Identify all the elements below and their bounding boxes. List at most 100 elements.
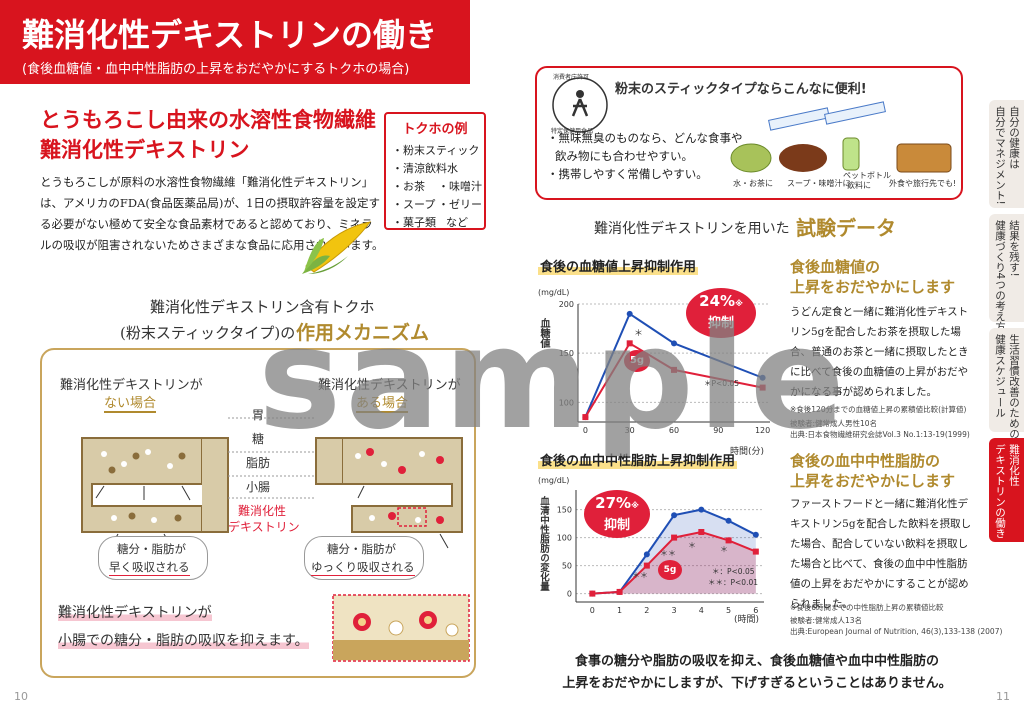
conclusion-line1: 難消化性デキストリンが bbox=[58, 605, 212, 621]
data-point bbox=[698, 529, 705, 535]
chart2-xlabel: (時間) bbox=[734, 615, 760, 625]
blood-sugar-note3: 出典:日本食物繊維研究会誌Vol.3 No.1:13-19(1999) bbox=[790, 430, 970, 439]
chart2-mark: ＊ bbox=[688, 541, 696, 550]
x-tick-label: 120 bbox=[755, 426, 770, 435]
caption-bottle-1: ペットボトル bbox=[843, 171, 891, 180]
stick-sachets-icon bbox=[768, 101, 886, 131]
advantage-point-1b: 飲み物にも合わせやすい。 bbox=[555, 149, 693, 163]
mechanism-accent: 作用メカニズム bbox=[296, 322, 430, 344]
blood-sugar-note1: ※食後120分までの血糖値上昇の累積値比較(計算値) bbox=[790, 405, 967, 414]
advantages-box: 消費者庁許可 特定保健用食品 粉末のスティックタイプならこんなに便利! ・無味無… bbox=[535, 66, 963, 200]
intro-body: とうもろこしが原料の水溶性食物繊維「難消化性デキストリン」は、アメリカのFDA(… bbox=[40, 175, 384, 252]
data-point bbox=[759, 374, 766, 381]
chart1-sig-mark: ＊ bbox=[634, 329, 644, 339]
intestine-right bbox=[315, 437, 463, 549]
side-tab-dextrin[interactable]: 難消化性 デキストリンの働き bbox=[989, 438, 1024, 542]
organ-fat: 脂肪 bbox=[246, 456, 271, 470]
chart2-badge-word: 抑制 bbox=[603, 518, 630, 533]
y-tick-label: 100 bbox=[557, 534, 572, 543]
x-tick-label: 2 bbox=[644, 606, 649, 615]
seal-text-top: 消費者庁許可 bbox=[553, 74, 590, 81]
chart1-badge-word: 抑制 bbox=[707, 316, 734, 331]
intro-title-line2: 難消化性デキストリン bbox=[40, 137, 250, 162]
tokuho-item: ・スープ bbox=[392, 198, 436, 211]
y-tick-label: 50 bbox=[562, 562, 572, 571]
x-tick-label: 3 bbox=[672, 606, 677, 615]
page-number-left: 10 bbox=[14, 690, 28, 703]
advantage-point-1: ・無味無臭のものなら、どんな食事や bbox=[547, 131, 743, 145]
page-number-right: 11 bbox=[996, 690, 1010, 703]
mechanism-title-line1: 難消化性デキストリン含有トクホ bbox=[150, 298, 375, 316]
side-tab-text: 自分の健康は bbox=[1008, 106, 1020, 169]
result-slow-1: 糖分・脂肪が bbox=[327, 542, 396, 556]
x-tick-label: 6 bbox=[753, 606, 758, 615]
tokuho-item: ・ゼリー bbox=[438, 198, 482, 211]
series-area bbox=[592, 509, 756, 594]
blood-sugar-heading-1: 食後血糖値の bbox=[790, 258, 881, 276]
data-point bbox=[626, 310, 633, 317]
chart2-heading: 食後の血中中性脂肪上昇抑制作用 bbox=[538, 450, 738, 469]
fat-note3: 出典:European Journal of Nutrition, 46(3),… bbox=[790, 627, 1003, 636]
advantage-point-2: ・携帯しやすく常備しやすい。 bbox=[547, 167, 708, 181]
x-tick-label: 0 bbox=[590, 606, 595, 615]
chart1-heading: 食後の血糖値上昇抑制作用 bbox=[538, 256, 699, 275]
chart2-sig1: ＊：P<0.05 bbox=[712, 567, 755, 576]
blood-sugar-note2: 被験者:健常成人男性10名 bbox=[790, 419, 878, 428]
tokuho-item: など bbox=[446, 216, 468, 229]
side-tab-text: 健康スケジュール bbox=[994, 334, 1006, 418]
data-point bbox=[643, 562, 650, 569]
chart2-mark: ＊＊ bbox=[632, 571, 648, 580]
side-tab-four-ideas[interactable]: 結果を残す! 健康づくり4つの考え方 bbox=[989, 214, 1024, 332]
advantages-title: 粉末のスティックタイプならこんなに便利! bbox=[615, 82, 867, 97]
organ-stomach: 胃 bbox=[252, 408, 265, 422]
mechanism-panel: 難消化性デキストリンが ない場合 難消化性デキストリンが ある場合 bbox=[40, 348, 476, 678]
header-band bbox=[0, 0, 470, 84]
chart1-significance: ＊P<0.05 bbox=[704, 379, 740, 388]
chart1-dose-badge: 5g bbox=[624, 350, 650, 372]
y-tick-label: 0 bbox=[567, 590, 572, 599]
zoom-detail bbox=[332, 594, 470, 662]
side-tab-schedule[interactable]: 生活習慣改善のための 健康スケジュール bbox=[989, 328, 1024, 439]
y-tick-label: 100 bbox=[559, 398, 574, 407]
side-tab-text: 自分でマネジメント! bbox=[994, 106, 1006, 205]
data-point bbox=[582, 414, 589, 421]
x-tick-label: 0 bbox=[583, 426, 588, 435]
organ-sugar: 糖 bbox=[252, 432, 265, 446]
chart2-ylabel: 血清中性脂肪の変化量 bbox=[538, 496, 549, 591]
chart2-dose-badge: 5g bbox=[658, 560, 682, 580]
tokuho-item: ・粉末スティック bbox=[392, 144, 480, 157]
data-point bbox=[752, 548, 759, 555]
blood-sugar-body: うどん定食と一緒に難消化性デキストリン5gを配合したお茶を摂取した場合、普通のお… bbox=[790, 306, 969, 398]
tokuho-seal-icon bbox=[552, 77, 608, 133]
sample-watermark: sample bbox=[258, 298, 849, 461]
chart1-badge-pct: 24%※ bbox=[699, 292, 743, 310]
caption-water-tea: 水・お茶に bbox=[733, 179, 773, 188]
dextrin-label-2: デキストリン bbox=[228, 520, 300, 534]
chart2-mark: ＊ bbox=[720, 545, 728, 554]
mechanism-title-line2: (粉末スティックタイプ)の bbox=[120, 324, 296, 342]
result-fast-2: 早く吸収される bbox=[109, 560, 190, 576]
blood-sugar-heading-2: 上昇をおだやかにします bbox=[790, 278, 956, 296]
fat-body: ファーストフードと一緒に難消化性デキストリン5gを配合した飲料を摂取した場合、配… bbox=[790, 498, 972, 610]
summary-line1: 食事の糖分や脂肪の吸収を抑え、食後血糖値や血中中性脂肪の bbox=[574, 654, 939, 669]
tokuho-item: ・お茶 bbox=[392, 180, 425, 193]
chart1-xlabel: 時間(分) bbox=[730, 447, 765, 457]
chart1-badge: 24%※ 抑制 bbox=[686, 288, 756, 338]
dextrin-label-1: 難消化性 bbox=[238, 504, 287, 518]
tokuho-heading: トクホの例 bbox=[402, 122, 468, 137]
data-point bbox=[725, 537, 732, 544]
x-tick-label: 90 bbox=[713, 426, 723, 435]
summary-text: 食事の糖分や脂肪の吸収を抑え、食後血糖値や血中中性脂肪の 上昇をおだやかにします… bbox=[543, 651, 971, 695]
side-tab-self-management[interactable]: 自分の健康は 自分でマネジメント! bbox=[989, 100, 1024, 208]
chart2-unit: (mg/dL) bbox=[538, 476, 570, 485]
data-point bbox=[589, 590, 596, 597]
tokuho-item: ・菓子類 bbox=[392, 216, 436, 229]
data-point bbox=[671, 340, 677, 347]
y-tick-label: 200 bbox=[559, 300, 574, 309]
seal-text-bottom: 特定保健用食品 bbox=[551, 128, 594, 135]
with-label-2: ある場合 bbox=[356, 392, 409, 413]
food-icons bbox=[730, 137, 952, 173]
page-subtitle: (食後血糖値・血中中性脂肪の上昇をおだやかにするトクホの場合) bbox=[22, 62, 410, 77]
with-label-1: 難消化性デキストリンが bbox=[318, 378, 461, 393]
